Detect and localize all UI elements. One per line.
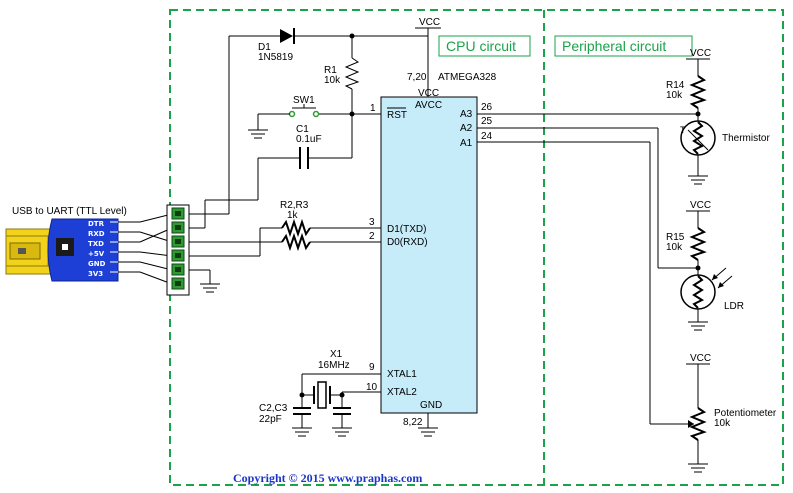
copyright-text: Copyright © 2015 www.praphas.com bbox=[233, 471, 422, 485]
usb-module-title: USB to UART (TTL Level) bbox=[12, 206, 127, 217]
ground-symbol-usb bbox=[200, 283, 220, 293]
capacitor-c2 bbox=[293, 407, 311, 415]
peripheral-section-label: Peripheral circuit bbox=[562, 38, 666, 54]
c1-ref: C1 bbox=[296, 124, 309, 135]
x1-ref: X1 bbox=[330, 349, 343, 360]
ground-symbol-mcu bbox=[418, 427, 438, 437]
thermistor-mark: T bbox=[680, 125, 686, 135]
r14-ref: R14 bbox=[666, 80, 685, 91]
mcu-pin-a1: A1 bbox=[460, 138, 473, 149]
c2c3-value: 22pF bbox=[259, 414, 282, 425]
pin-num-d1: 3 bbox=[369, 217, 375, 228]
ground-symbol-sw1 bbox=[248, 129, 268, 139]
pin-num-xtal2: 10 bbox=[366, 382, 378, 393]
diode-d1 bbox=[280, 28, 295, 44]
pot-value: 10k bbox=[714, 418, 731, 429]
mcu-pin-a2: A2 bbox=[460, 123, 473, 134]
header-pin-hole-2 bbox=[175, 225, 181, 230]
vcc-label-r14: VCC bbox=[690, 48, 711, 59]
usb-module bbox=[5, 218, 119, 282]
atmega328-chip bbox=[380, 96, 478, 414]
vcc-label-r15: VCC bbox=[690, 200, 711, 211]
r1-value: 10k bbox=[324, 75, 341, 86]
mcu-pin-d0: D0(RXD) bbox=[387, 237, 428, 248]
cpu-section-label: CPU circuit bbox=[446, 38, 516, 54]
pin-num-a3: 26 bbox=[481, 102, 493, 113]
vcc-label-pot: VCC bbox=[690, 353, 711, 364]
r1-ref: R1 bbox=[324, 65, 337, 76]
pin-num-rst: 1 bbox=[370, 103, 376, 114]
header-pin-hole-1 bbox=[175, 211, 181, 216]
c1-value: 0.1uF bbox=[296, 134, 322, 145]
resistor-r3 bbox=[281, 232, 311, 252]
mcu-pin-rst: RST bbox=[387, 110, 407, 121]
mcu-pin-avcc: AVCC bbox=[415, 100, 442, 111]
usb-pin-rxd: RXD bbox=[88, 230, 105, 238]
usb-pin-gnd: GND bbox=[88, 260, 106, 268]
r15-value: 10k bbox=[666, 242, 683, 253]
pot-label: Potentiometer bbox=[714, 408, 777, 419]
ground-symbol-thermistor bbox=[688, 175, 708, 185]
ground-symbol-pot bbox=[688, 463, 708, 473]
d1-value: 1N5819 bbox=[258, 52, 293, 63]
header-pin-hole-3 bbox=[175, 239, 181, 244]
ldr bbox=[680, 267, 733, 310]
mcu-pin-gnd: GND bbox=[420, 400, 442, 411]
potentiometer bbox=[689, 407, 707, 441]
pin-num-xtal1: 9 bbox=[369, 362, 375, 373]
crystal-x1 bbox=[313, 381, 331, 409]
resistor-r15 bbox=[689, 227, 707, 261]
sw1-ref: SW1 bbox=[293, 95, 315, 106]
ground-symbol-c3 bbox=[332, 427, 352, 437]
d1-ref: D1 bbox=[258, 42, 271, 53]
mcu-pin-xtal1: XTAL1 bbox=[387, 369, 417, 380]
usb-connector-wires bbox=[118, 213, 173, 285]
capacitor-c3 bbox=[333, 407, 351, 415]
resistor-r14 bbox=[689, 75, 707, 109]
usb-pin-dtr: DTR bbox=[88, 220, 105, 228]
usb-pin-txd: TXD bbox=[88, 240, 104, 248]
mcu-pin-a3: A3 bbox=[460, 109, 473, 120]
thermistor-label: Thermistor bbox=[722, 133, 770, 144]
usb-board bbox=[47, 218, 119, 282]
header-pin-hole-4 bbox=[175, 253, 181, 258]
resistor-r2 bbox=[281, 218, 311, 238]
pin-num-a2: 25 bbox=[481, 116, 493, 127]
mcu-pin-xtal2: XTAL2 bbox=[387, 387, 417, 398]
resistor-r1 bbox=[344, 57, 360, 90]
mcu-gnd-pins: 8,22 bbox=[403, 417, 423, 428]
ldr-label: LDR bbox=[724, 301, 744, 312]
mcu-pin-vcc: VCC bbox=[418, 88, 439, 99]
thermistor bbox=[680, 120, 716, 156]
switch-sw1 bbox=[288, 104, 320, 118]
ground-symbol-c2 bbox=[292, 427, 312, 437]
r15-ref: R15 bbox=[666, 232, 685, 243]
pin-header-connector bbox=[166, 204, 190, 296]
x1-value: 16MHz bbox=[318, 360, 350, 371]
peripheral-label-box bbox=[554, 35, 693, 57]
usb-pin-3v3: 3V3 bbox=[88, 270, 103, 278]
mcu-pin-d1: D1(TXD) bbox=[387, 224, 426, 235]
mcu-part-label: ATMEGA328 bbox=[438, 72, 497, 83]
header-pin-hole-5 bbox=[175, 267, 181, 272]
pin-num-a1: 24 bbox=[481, 131, 493, 142]
header-pin-hole-6 bbox=[175, 281, 181, 286]
ground-symbol-ldr bbox=[688, 321, 708, 331]
pin-num-d0: 2 bbox=[369, 231, 375, 242]
mcu-vcc-pins: 7,20 bbox=[407, 72, 427, 83]
vcc-label-cpu: VCC bbox=[419, 17, 440, 28]
usb-pin-5v: +5V bbox=[88, 250, 105, 258]
c2c3-ref: C2,C3 bbox=[259, 403, 288, 414]
r2r3-ref: R2,R3 bbox=[280, 200, 309, 211]
r14-value: 10k bbox=[666, 90, 683, 101]
r2r3-value: 1k bbox=[287, 210, 299, 221]
cpu-label-box bbox=[438, 35, 531, 57]
